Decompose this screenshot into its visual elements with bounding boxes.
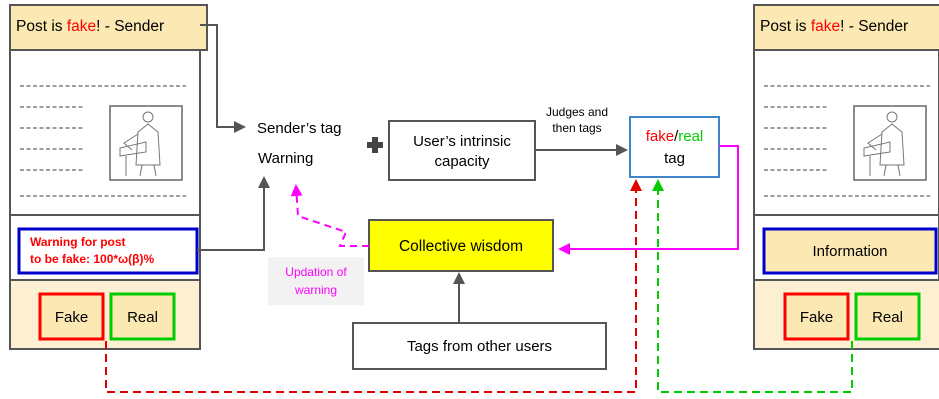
right-real-label: Real	[872, 309, 903, 326]
left-post-header: Post is fake! - Sender	[16, 18, 164, 35]
left-real-label: Real	[127, 309, 158, 326]
right-info-box	[762, 227, 938, 275]
right-info-label: Information	[812, 243, 887, 260]
red-dashed-arrow	[105, 179, 642, 393]
left-fake-button[interactable]: Fake	[38, 292, 105, 341]
green-dashed-arrow	[652, 179, 853, 393]
senders-tag-label: Sender’s tag	[257, 120, 342, 137]
left-post-image	[109, 105, 183, 181]
updation-line2: warning	[294, 283, 337, 297]
tags-other-users-label: Tags from other users	[407, 338, 552, 355]
intrinsic-capacity-box: User’s intrinsic capacity	[388, 120, 536, 181]
right-fake-button[interactable]: Fake	[783, 292, 850, 341]
judges-line2: then tags	[552, 121, 601, 135]
left-warning-box	[17, 227, 199, 275]
right-post-header: Post is fake! - Sender	[760, 18, 908, 35]
warning-label: Warning	[258, 150, 313, 167]
left-real-button[interactable]: Real	[109, 292, 176, 341]
fake-real-tag-box: fake/real tag	[629, 116, 720, 178]
collective-wisdom-label: Collective wisdom	[399, 238, 523, 255]
tags-other-users-box: Tags from other users	[352, 322, 607, 370]
left-fake-label: Fake	[55, 309, 88, 326]
left-post-text-lines	[20, 85, 186, 197]
warning-connector-arrow	[197, 176, 270, 251]
right-real-button[interactable]: Real	[854, 292, 921, 341]
capacity-line2: capacity	[434, 153, 490, 170]
updation-dashed-arrow	[290, 184, 369, 247]
left-warning-line2: to be fake: 100*ω(β)%	[30, 252, 154, 266]
updation-label-box: Updation of warning	[268, 257, 364, 305]
updation-line1: Updation of	[285, 265, 347, 279]
left-warning-line1: Warning for post	[30, 235, 126, 249]
capacity-line1: User’s intrinsic	[413, 133, 511, 150]
right-post-text-lines	[764, 85, 930, 197]
sender-connector-arrow	[200, 24, 246, 133]
tag-to-collective-arrow	[558, 145, 739, 255]
right-post-image	[853, 105, 927, 181]
judges-line1: Judges and	[546, 105, 608, 119]
right-fake-label: Fake	[800, 309, 833, 326]
plus-icon	[367, 137, 383, 153]
tag-fake-real-text: fake/real	[646, 128, 704, 145]
left-post-panel: Post is fake! - Sender Warning for po	[9, 4, 208, 350]
collective-wisdom-box: Collective wisdom	[368, 219, 554, 272]
right-post-panel: Post is fake! - Sender Information	[753, 4, 939, 350]
tag-word: tag	[664, 150, 685, 167]
